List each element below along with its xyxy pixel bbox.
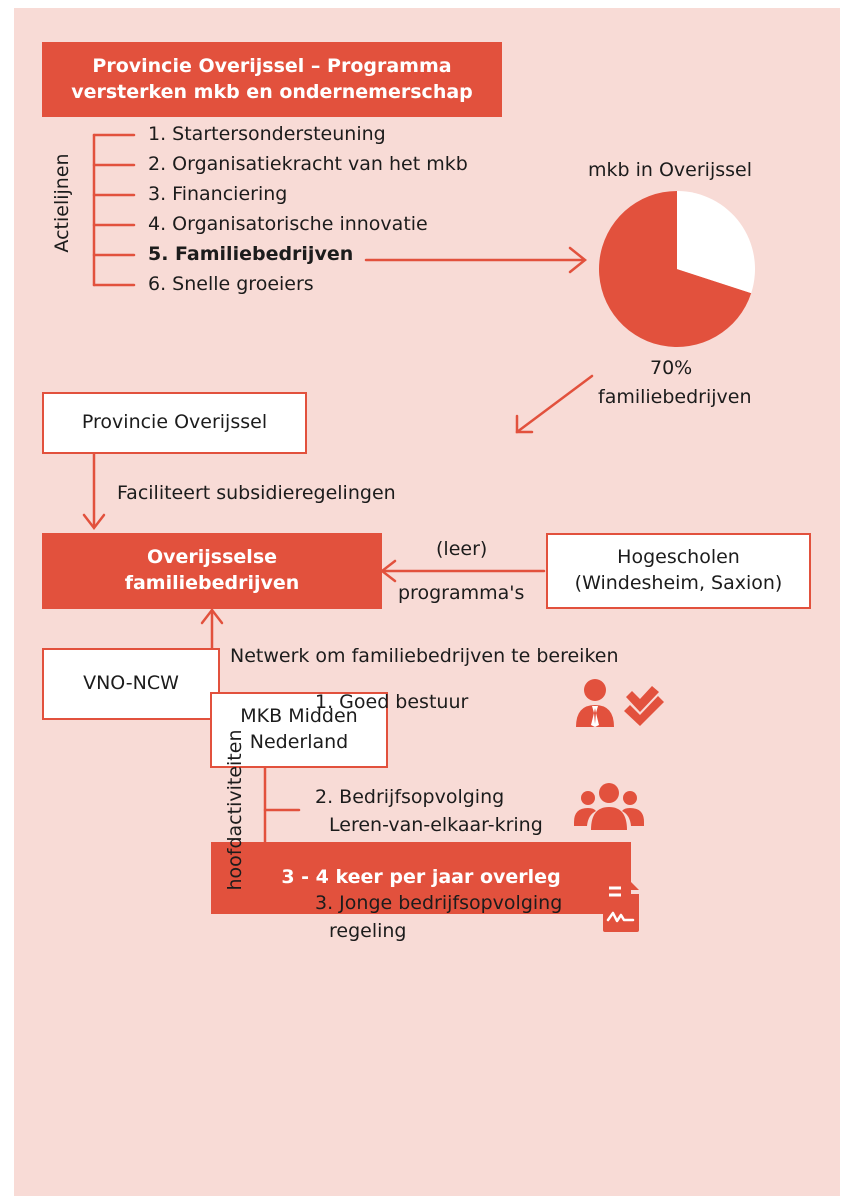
- program-title: Provincie Overijssel – Programma verster…: [71, 54, 473, 103]
- pie-annotation-value: 70%: [650, 357, 693, 379]
- diagram-canvas: Provincie Overijssel – Programma verster…: [14, 8, 840, 1196]
- pie-title: mkb in Overijssel: [588, 159, 752, 181]
- overleg-box: 3 - 4 keer per jaar overleg: [211, 842, 631, 914]
- activity-item-line2: regeling: [329, 920, 407, 942]
- provincie-node: Provincie Overijssel: [42, 392, 307, 454]
- person-check-icon: [576, 679, 664, 727]
- actielijn-item: 4. Organisatorische innovatie: [148, 213, 428, 235]
- actielijn-item: 3. Financiering: [148, 183, 288, 205]
- overleg-label: 3 - 4 keer per jaar overleg: [281, 866, 561, 889]
- activity-item-line1: 2. Bedrijfsopvolging: [315, 786, 505, 808]
- pie-annotation-label: familiebedrijven: [598, 386, 752, 408]
- vno-ncw-label: VNO-NCW: [83, 672, 179, 695]
- actielijnen-label: Actielijnen: [51, 153, 73, 253]
- mkb-node: MKB Midden Nederland: [210, 692, 388, 768]
- programmas-label-line1: (leer): [436, 538, 488, 560]
- pie-slice-other: [677, 191, 755, 294]
- activity-item-line2: Leren-van-elkaar-kring: [329, 814, 543, 836]
- program-title-box: Provincie Overijssel – Programma verster…: [42, 42, 502, 117]
- activity-item-line1: 3. Jonge bedrijfsopvolging: [315, 892, 563, 914]
- actielijn-item: 6. Snelle groeiers: [148, 273, 314, 295]
- actielijn-item: 1. Startersondersteuning: [148, 123, 386, 145]
- programmas-label-line2: programma's: [398, 582, 525, 604]
- document-signature-icon: [603, 880, 639, 932]
- vno-ncw-node: VNO-NCW: [42, 648, 220, 720]
- familiebedrijven-node: Overijsselse familiebedrijven: [42, 533, 382, 609]
- arrow-pie-to-provincie: [515, 374, 594, 434]
- actielijn-item-highlighted: 5. Familiebedrijven: [148, 243, 354, 265]
- hogescholen-node: Hogescholen (Windesheim, Saxion): [546, 533, 811, 609]
- hogescholen-label: Hogescholen (Windesheim, Saxion): [574, 546, 783, 594]
- actielijn-item: 2. Organisatiekracht van het mkb: [148, 153, 468, 175]
- familiebedrijven-label: Overijsselse familiebedrijven: [124, 546, 300, 594]
- pie-slice-familiebedrijven: [599, 191, 752, 347]
- faciliteert-label: Faciliteert subsidieregelingen: [117, 482, 396, 504]
- netwerk-label: Netwerk om familiebedrijven te bereiken: [230, 645, 619, 667]
- hoofdactiviteiten-label: hoofdactiviteiten: [224, 729, 246, 891]
- mkb-label: MKB Midden Nederland: [240, 705, 358, 753]
- connector-layer: [82, 133, 594, 913]
- activity-item-line1: 1. Goed bestuur: [315, 691, 469, 713]
- pie-chart: [599, 191, 755, 347]
- group-icon: [574, 783, 644, 830]
- provincie-label: Provincie Overijssel: [81, 411, 268, 434]
